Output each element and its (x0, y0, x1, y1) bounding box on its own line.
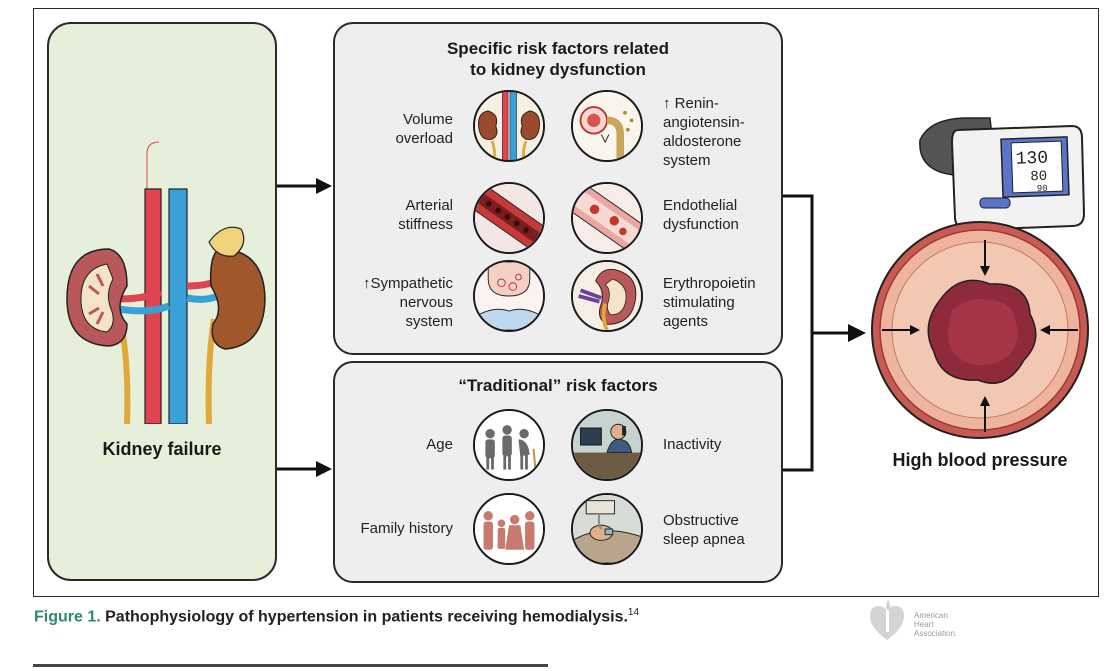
systolic-reading: 130 (1015, 149, 1048, 170)
kidney-volume-icon (473, 90, 545, 162)
high-blood-pressure-label: High blood pressure (892, 450, 1068, 470)
renin-nephron-icon (571, 90, 643, 162)
endothelium-icon (571, 182, 643, 254)
traditional-box-title: “Traditional” risk factors (458, 376, 658, 395)
figure-reference: 14 (627, 607, 640, 618)
traditional-risk-factors-box: “Traditional” risk factors Age Inactivit… (333, 361, 783, 583)
kidney-section-icon (571, 260, 643, 332)
sleep-apnea-icon (571, 493, 643, 565)
text-divider (33, 664, 548, 667)
specific-box-title-line2: to kidney dysfunction (470, 60, 646, 79)
risk-factor-label-renin-angiotensin: ↑ Renin- angiotensin- aldosterone system (663, 95, 745, 169)
kidney-anatomy-illustration (66, 141, 266, 424)
risk-factor-label-age: Age (426, 436, 453, 453)
diastolic-reading: 80 (1030, 169, 1047, 186)
figure-caption-text: Pathophysiology of hypertension in patie… (100, 608, 628, 626)
risk-factor-label-erythropoietin: Erythropoietin stimulating agents (663, 275, 756, 330)
specific-box-title-line1: Specific risk factors related (446, 39, 670, 58)
aging-people-icon (473, 409, 545, 481)
kidney-failure-label: Kidney failure (102, 439, 222, 459)
figure-caption: Figure 1. Pathophysiology of hypertensio… (34, 607, 639, 626)
figure-number: Figure 1. (34, 608, 101, 626)
risk-factor-label-sleep-apnea: Obstructive sleep apnea (663, 512, 745, 548)
heart-torch-icon (870, 600, 904, 640)
increase-arrow-icon: ↑ (362, 275, 371, 292)
increase-arrow-icon: ↑ (663, 95, 671, 112)
family-icon (473, 493, 545, 565)
risk-factor-label-family-history: Family history (360, 520, 453, 537)
synapse-icon (473, 260, 545, 332)
kidney-failure-panel: Kidney failure (47, 22, 277, 581)
risk-factor-label-sympathetic-nervous-system: ↑Sympathetic nervous system (362, 275, 453, 330)
risk-factor-label-inactivity: Inactivity (663, 436, 722, 453)
pulse-reading: 90 (1037, 184, 1048, 194)
stiff-artery-icon (473, 182, 545, 254)
specific-risk-factors-box: Specific risk factors related to kidney … (333, 22, 783, 355)
